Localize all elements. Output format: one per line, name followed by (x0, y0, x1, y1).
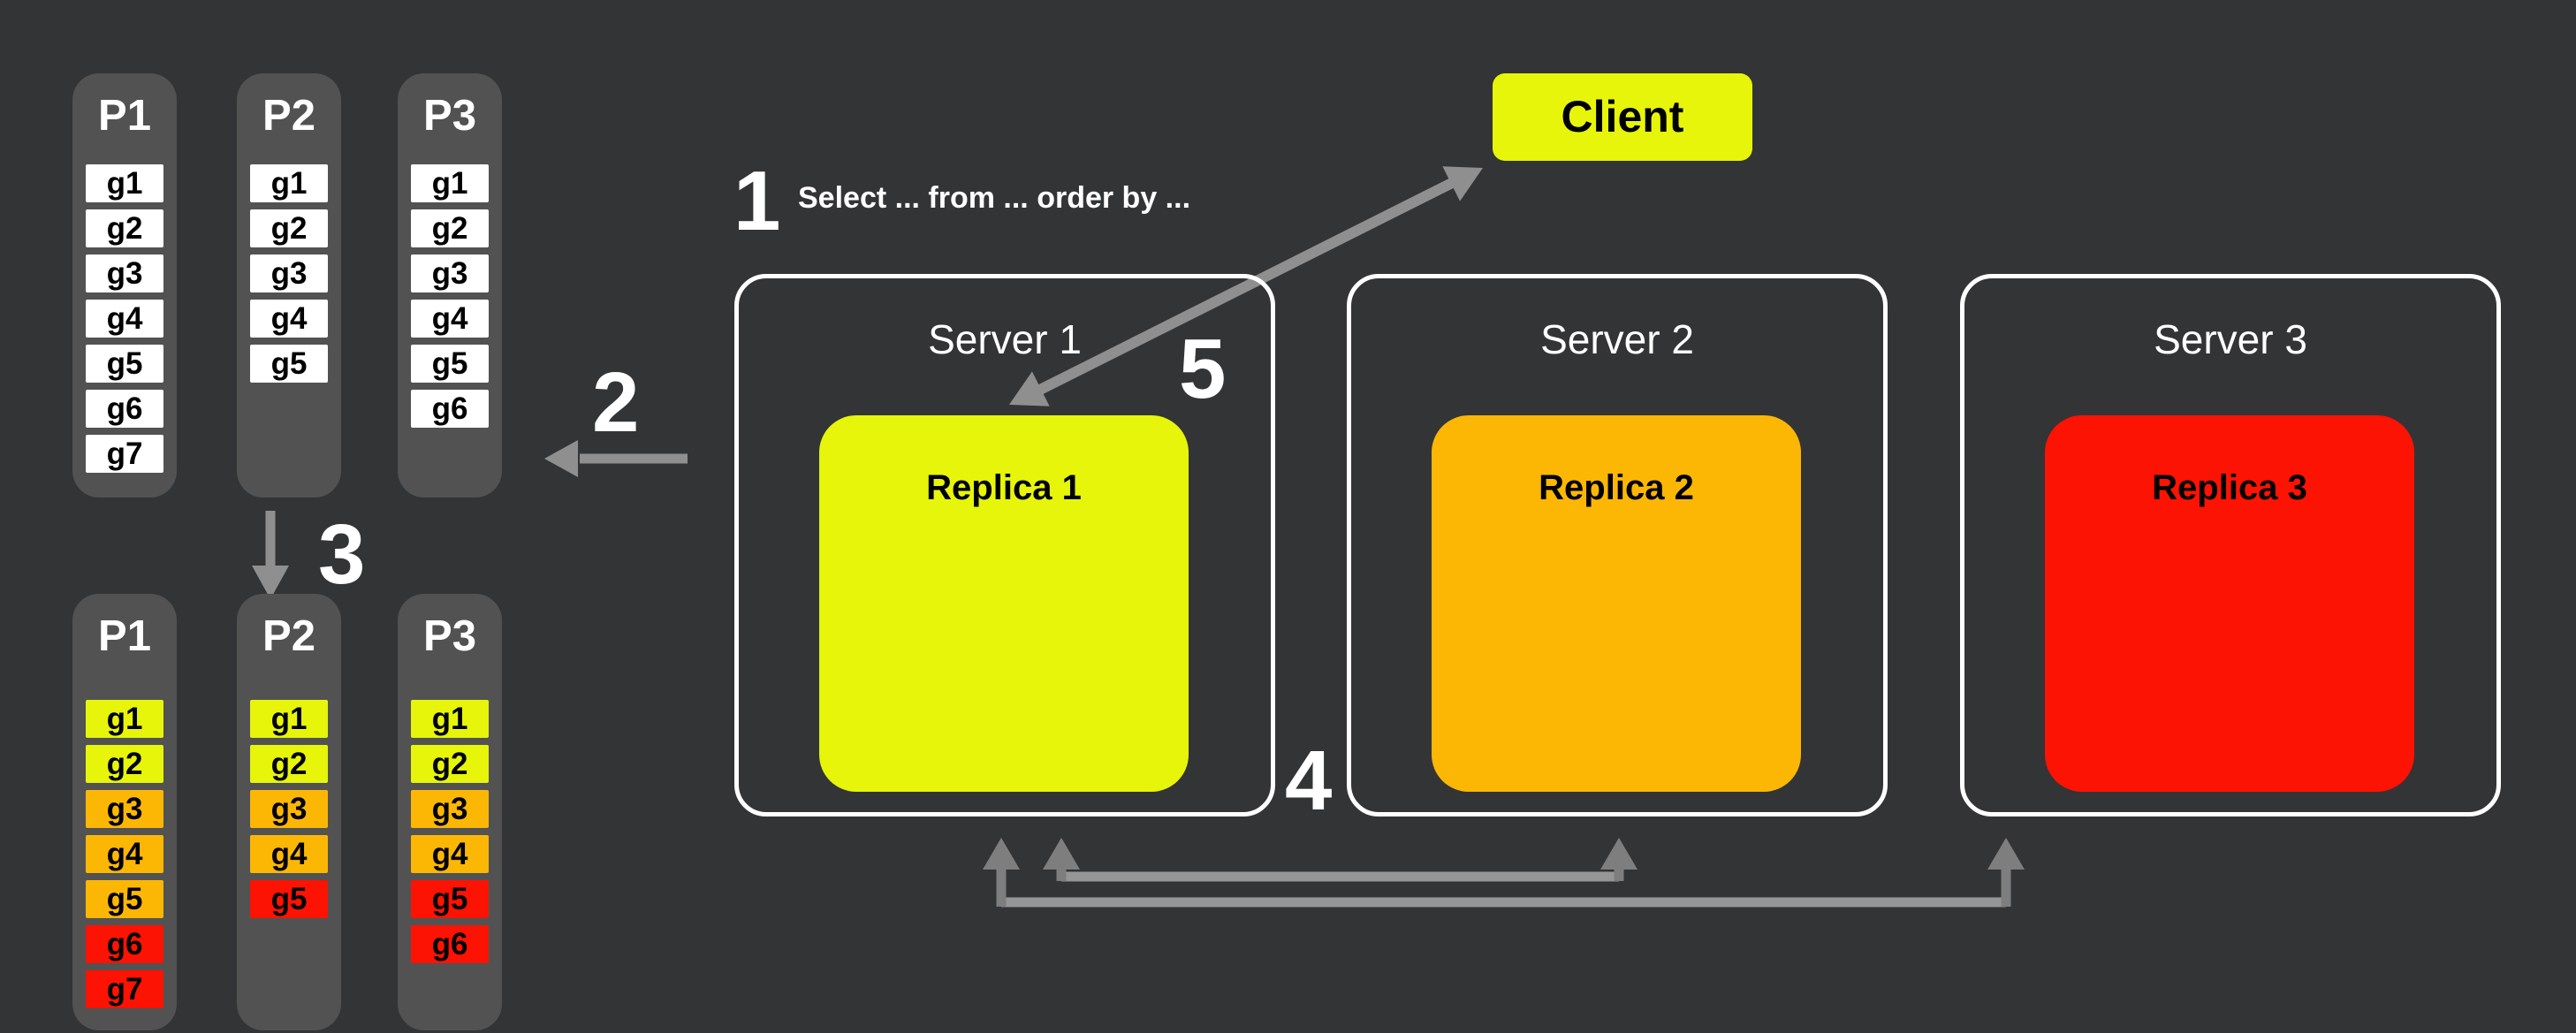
partition-item: g6 (411, 925, 489, 963)
partition-title: P3 (423, 612, 476, 660)
arrow-server1-server2 (1043, 838, 1638, 882)
partition-item: g3 (86, 790, 163, 828)
server-1-box: Server 1 Replica 1 (734, 274, 1275, 817)
partition-item: g4 (250, 300, 328, 338)
partition-item: g2 (250, 745, 328, 783)
step-4-number: 4 (1285, 733, 1333, 828)
server-1-title: Server 1 (928, 316, 1082, 362)
partition-item: g3 (250, 254, 328, 292)
partition-items: g1 g2 g3 g4 g5 g6 (411, 164, 489, 435)
partition-item: g4 (86, 835, 163, 873)
partition-items: g1 g2 g3 g4 g5 g6 g7 (86, 700, 163, 1015)
replica-3-label: Replica 3 (2152, 468, 2307, 507)
server-2-box: Server 2 Replica 2 (1347, 274, 1888, 817)
arrowhead-to-client-icon (1442, 166, 1483, 201)
partition-item: g5 (86, 345, 163, 383)
step-1-number: 1 (733, 154, 781, 248)
partition-item: g5 (86, 880, 163, 918)
partition-item: g4 (411, 300, 489, 338)
partition-item: g2 (86, 209, 163, 247)
partition-item: g3 (250, 790, 328, 828)
partition-item: g5 (250, 880, 328, 918)
replica-1-label: Replica 1 (926, 468, 1082, 507)
partition-item: g6 (86, 925, 163, 963)
arrowhead-down-icon (252, 566, 289, 599)
partition-item: g3 (86, 254, 163, 292)
partition-items: g1 g2 g3 g4 g5 (250, 700, 328, 925)
replica-1-box: Replica 1 (819, 415, 1189, 792)
step-1-query-text: Select ... from ... order by ... (798, 181, 1191, 215)
step-2-number: 2 (592, 355, 640, 450)
partition-title: P2 (262, 92, 315, 140)
partition-item: g2 (411, 745, 489, 783)
partition-column: P2 g1 g2 g3 g4 g5 (237, 73, 341, 498)
arrow-repartition-down (252, 511, 289, 599)
partition-item: g7 (86, 970, 163, 1008)
partition-column: P3 g1 g2 g3 g4 g5 g6 (398, 594, 502, 1030)
arrow-server1-server3 (983, 838, 2025, 908)
partition-item: g3 (411, 254, 489, 292)
partition-items: g1 g2 g3 g4 g5 g6 g7 (86, 164, 163, 480)
partition-item: g4 (86, 300, 163, 338)
partition-title: P1 (98, 92, 151, 140)
partition-item: g1 (250, 164, 328, 202)
partition-item: g4 (250, 835, 328, 873)
partition-items: g1 g2 g3 g4 g5 (250, 164, 328, 390)
partition-item: g3 (411, 790, 489, 828)
server-3-title: Server 3 (2154, 316, 2307, 362)
partition-item: g5 (250, 345, 328, 383)
server-2-title: Server 2 (1540, 316, 1694, 362)
partition-column: P1 g1 g2 g3 g4 g5 g6 g7 (72, 594, 177, 1030)
partition-item: g7 (86, 435, 163, 473)
replica-2-box: Replica 2 (1432, 415, 1801, 792)
replica-2-label: Replica 2 (1539, 468, 1694, 507)
server-3-box: Server 3 Replica 3 (1960, 274, 2501, 817)
arrow-step2-left (544, 440, 688, 477)
partition-item: g1 (86, 700, 163, 738)
partition-item: g2 (250, 209, 328, 247)
replica-3-box: Replica 3 (2045, 415, 2414, 792)
partition-item: g2 (411, 209, 489, 247)
arrowhead-left-icon (544, 440, 578, 477)
partition-column: P2 g1 g2 g3 g4 g5 (237, 594, 341, 1030)
arrowhead-to-replica1-icon (1009, 371, 1050, 406)
client-box: Client (1493, 73, 1752, 161)
partition-item: g6 (86, 390, 163, 428)
step-5-number: 5 (1179, 322, 1227, 416)
arrowhead-up-server2-icon (1600, 838, 1638, 870)
partition-item: g2 (86, 745, 163, 783)
partition-items: g1 g2 g3 g4 g5 g6 (411, 700, 489, 970)
partition-item: g4 (411, 835, 489, 873)
partition-column: P1 g1 g2 g3 g4 g5 g6 g7 (72, 73, 177, 498)
arrowhead-up-server1b-icon (983, 838, 1020, 870)
partition-item: g1 (86, 164, 163, 202)
partition-item: g5 (411, 345, 489, 383)
step-3-number: 3 (318, 507, 366, 602)
arrowhead-up-server3-icon (1987, 838, 2025, 870)
arrowhead-up-server1-icon (1043, 838, 1080, 870)
partition-item: g5 (411, 880, 489, 918)
partition-column: P3 g1 g2 g3 g4 g5 g6 (398, 73, 502, 498)
partition-title: P2 (262, 612, 315, 660)
partition-title: P1 (98, 612, 151, 660)
partition-item: g1 (250, 700, 328, 738)
partition-item: g1 (411, 700, 489, 738)
partition-item: g6 (411, 390, 489, 428)
partition-item: g1 (411, 164, 489, 202)
partition-title: P3 (423, 92, 476, 140)
